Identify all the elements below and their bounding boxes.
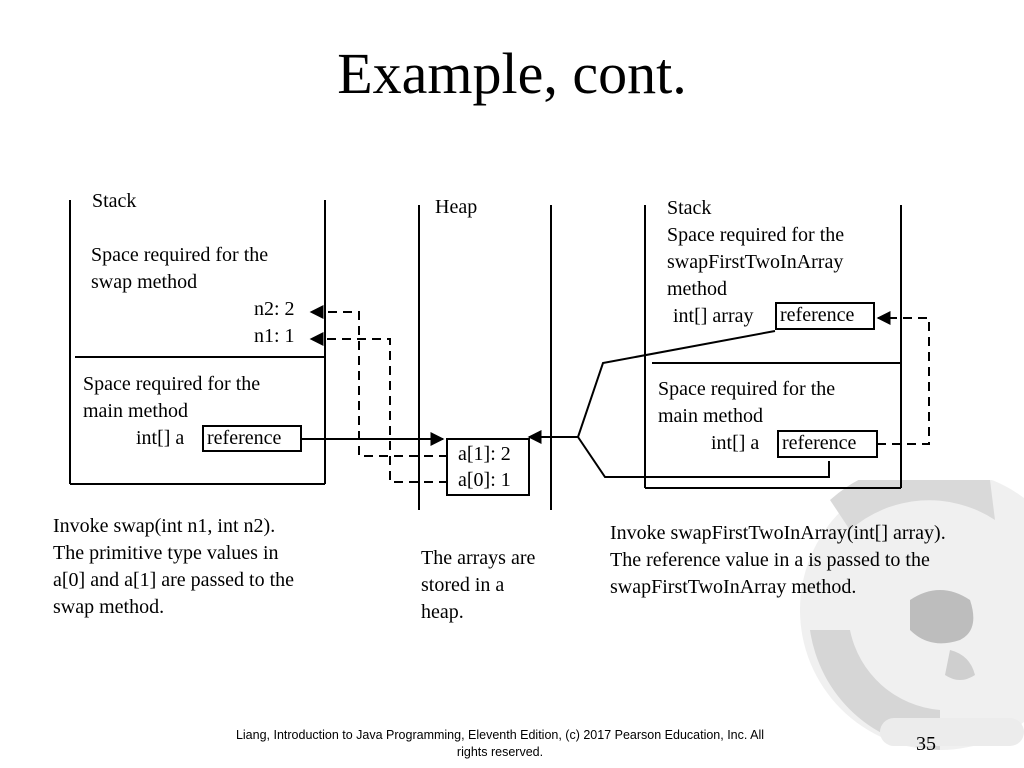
left-var-label: int[] a [136,427,185,449]
footer-line-1: Liang, Introduction to Java Programming,… [235,728,765,742]
left-main-space-line-2: main method [83,400,188,422]
left-reference-box: reference [202,425,302,452]
middle-caption-line-2: stored in a [421,574,505,596]
right-main-space-line-1: Space required for the [658,378,836,400]
value-copy-a1-to-n2 [309,305,448,457]
heap-array: a[1]: 2 a[0]: 1 [446,438,530,496]
right-reference-box: reference [777,430,878,458]
footer-line-2: rights reserved. [456,745,544,759]
left-caption-line-1: Invoke swap(int n1, int n2). [53,515,276,537]
right-main-space-line-2: main method [658,405,763,427]
right-caption-line-1: Invoke swapFirstTwoInArray(int[] array). [610,522,946,544]
method-space-line-2: swapFirstTwoInArray [667,251,844,273]
heap-label: Heap [435,196,478,218]
left-main-space-line-1: Space required for the [83,373,261,395]
swap-space-line-2: swap method [91,271,198,293]
n1-value: n1: 1 [254,325,295,347]
left-caption-line-4: swap method. [53,596,165,618]
slide-title: Example, cont. [337,41,687,106]
method-space-line-3: method [667,278,727,300]
left-caption-line-2: The primitive type values in [53,542,279,564]
right-var-label: int[] a [711,432,760,454]
right-caption-line-3: swapFirstTwoInArray method. [610,576,857,598]
array-reference-box: reference [775,302,875,330]
right-stack-label: Stack [667,197,712,219]
middle-caption-line-1: The arrays are [421,547,536,569]
left-stack-label: Stack [92,190,137,212]
footer-copyright: Liang, Introduction to Java Programming,… [190,727,810,761]
right-reference-connector [576,330,830,478]
heap-cell-0: a[0]: 1 [458,469,511,491]
array-var-label: int[] array [673,305,754,327]
heap-cell-1: a[1]: 2 [458,443,511,465]
reference-copy-arrow [876,311,930,445]
globe-decoration [800,480,1024,750]
n2-value: n2: 2 [254,298,295,320]
middle-caption-line-3: heap. [421,601,464,623]
left-caption-line-3: a[0] and a[1] are passed to the [53,569,294,591]
right-caption-line-2: The reference value in a is passed to th… [610,549,930,571]
value-copy-a0-to-n1 [309,332,448,483]
page-number: 35 [916,733,936,755]
swap-space-line-1: Space required for the [91,244,269,266]
method-space-line-1: Space required for the [667,224,845,246]
